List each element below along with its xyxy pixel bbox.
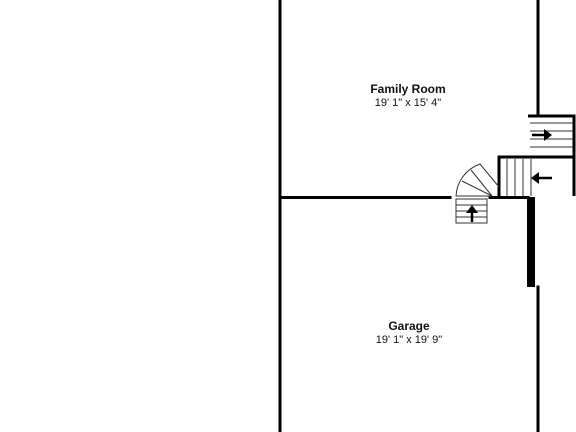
lower-stair-treads — [506, 159, 532, 196]
lower-stair-outline — [497, 155, 576, 196]
garage-partition-wall — [527, 197, 535, 287]
room-dimensions: 19' 1" x 15' 4" — [375, 97, 442, 109]
stair-arrow-right-icon — [532, 129, 552, 141]
stair-arrow-up-icon — [466, 205, 478, 222]
upper-stair-treads — [530, 122, 574, 148]
room-dimensions: 19' 1" x 19' 9" — [376, 334, 443, 346]
walls — [278, 0, 540, 432]
stair-arrow-left-icon — [531, 172, 552, 184]
winder-stair — [455, 163, 500, 224]
upper-stair-outline — [528, 114, 576, 157]
room-label-family-room: Family Room 19' 1" x 15' 4" — [370, 82, 445, 109]
winder-stair-outline — [455, 163, 500, 197]
room-name: Family Room — [370, 82, 445, 96]
room-name: Garage — [388, 319, 430, 333]
room-label-garage: Garage 19' 1" x 19' 9" — [376, 319, 443, 346]
lower-stair — [497, 155, 576, 196]
upper-stair — [528, 114, 576, 157]
